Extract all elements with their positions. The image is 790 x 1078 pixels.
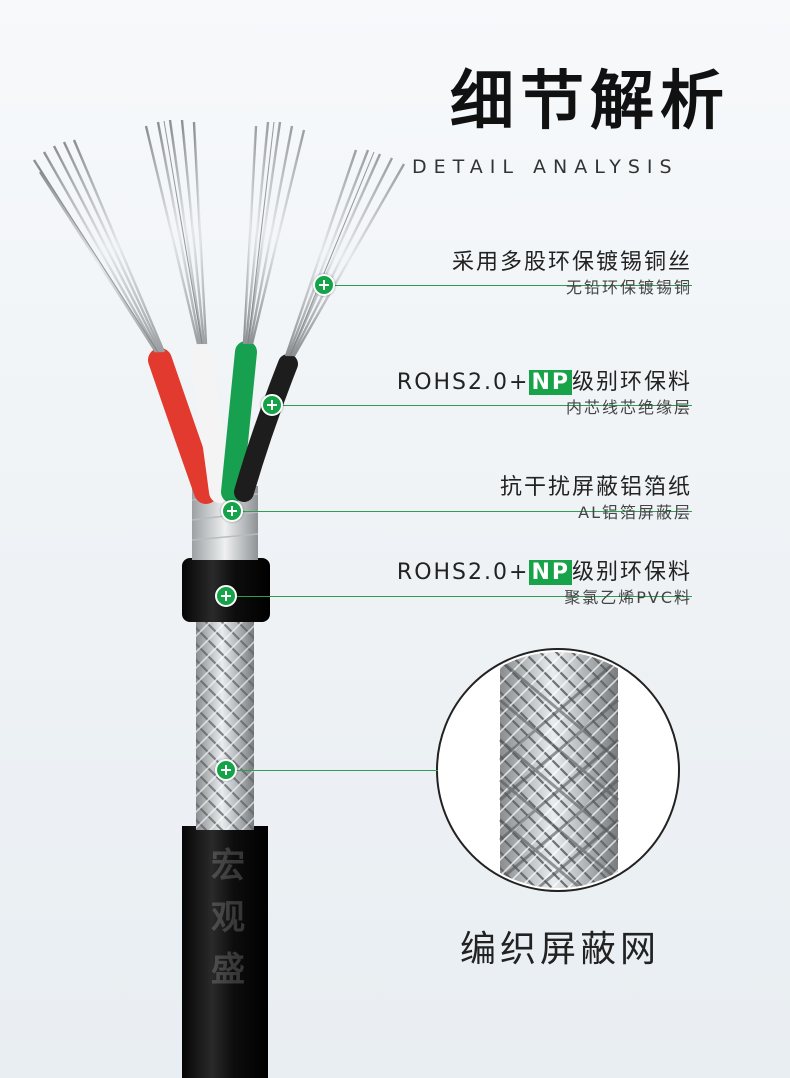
wire-red: [148, 348, 218, 504]
wire-black: [234, 354, 298, 502]
spec-2-suffix: 级别环保料: [571, 370, 692, 395]
spec-2-title: ROHS2.0+NP级别环保料: [397, 364, 692, 396]
page-title: 细节解析: [450, 65, 730, 139]
leader-line-5: [226, 770, 438, 771]
outer-jacket: [182, 826, 268, 1078]
leader-line-2: [272, 405, 692, 406]
spec-2-subtitle: 内芯线芯绝缘层: [565, 398, 692, 417]
marker-plus-icon-3: [221, 500, 243, 522]
marker-plus-icon-2: [261, 394, 283, 416]
marker-plus-icon-4: [215, 585, 237, 607]
spec-4-prefix: ROHS2.0+: [396, 560, 530, 585]
zoom-caption: 编织屏蔽网: [459, 929, 660, 970]
marker-plus-icon-1: [313, 274, 335, 296]
marker-plus-icon-5: [215, 759, 237, 781]
spec-3-title: 抗干扰屏蔽铝箔纸: [499, 475, 692, 500]
np-badge: NP: [529, 370, 572, 395]
leader-line-1: [324, 285, 692, 286]
leader-line-3: [232, 511, 692, 512]
page-subtitle: DETAIL ANALYSIS: [412, 156, 679, 178]
spec-2-prefix: ROHS2.0+: [396, 370, 530, 395]
np-badge: NP: [529, 560, 572, 585]
wire-white: [189, 341, 231, 503]
spec-4-title: ROHS2.0+NP级别环保料: [397, 554, 692, 586]
leader-line-4: [226, 596, 692, 597]
spec-1-subtitle: 无铅环保镀锡铜: [565, 278, 692, 297]
spec-4-subtitle: 聚氯乙烯PVC料: [564, 588, 692, 607]
wire-green: [221, 341, 257, 503]
copper-strands: [32, 119, 406, 357]
spec-1-title: 采用多股环保镀锡铜丝: [451, 250, 692, 275]
spec-4-suffix: 级别环保料: [571, 560, 692, 585]
spec-3-subtitle: AL铝箔屏蔽层: [578, 503, 692, 522]
brand-watermark: 宏观盛: [211, 846, 245, 990]
